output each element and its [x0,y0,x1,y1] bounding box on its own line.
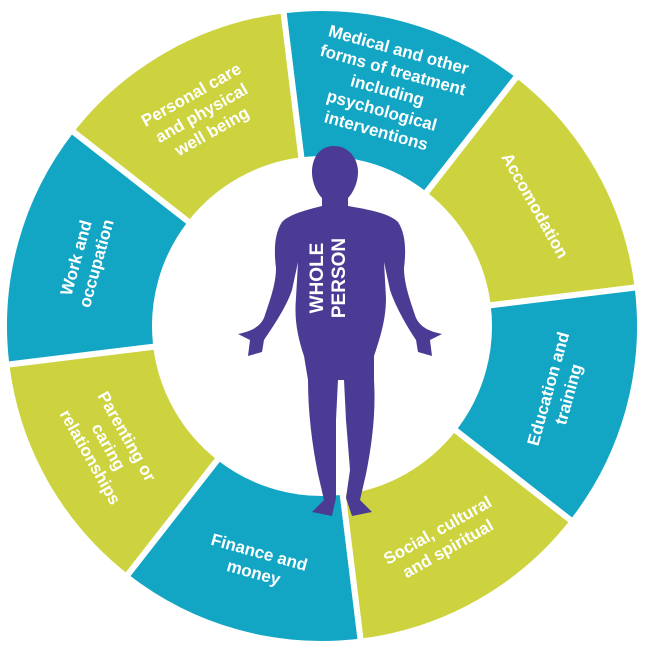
human-figure-body [238,146,442,516]
human-figure-icon [238,146,442,516]
center-label-line-1: WHOLE [307,243,328,314]
center-label-line-2: PERSON [329,238,350,318]
center-label: WHOLE PERSON [307,238,350,318]
